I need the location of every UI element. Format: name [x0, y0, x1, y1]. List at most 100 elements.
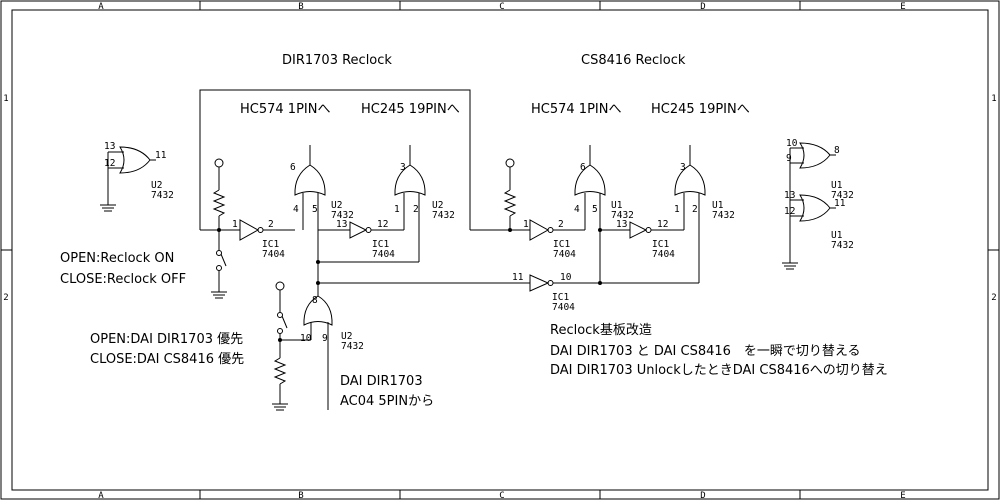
pin-1-d: 1 [674, 204, 680, 215]
inverter-ic1-e [629, 221, 684, 239]
hc574-label-b: HC574 1PINへ [531, 102, 621, 117]
pin-6-a: 6 [290, 162, 296, 173]
hc245-label-b: HC245 19PINへ [651, 102, 750, 117]
u1-type-b: 7432 [712, 210, 735, 221]
ic1-type-a: 7404 [262, 249, 285, 260]
junction-510-230 [508, 228, 512, 232]
zone-label-bottom-d: D [700, 491, 705, 500]
zone-label-bottom-c: C [499, 491, 504, 500]
zone-label-top-c: C [499, 2, 504, 12]
zone-label-top-b: B [298, 2, 303, 12]
inverter-ic1-d [529, 219, 585, 241]
u2-label-c: U2 [341, 331, 352, 342]
unused-or-gate-u1-8 [790, 142, 836, 169]
dai-input-line1: DAI DIR1703 [340, 374, 423, 389]
dir1703-reclock-title: DIR1703 Reclock [282, 53, 392, 68]
zone-label-top-d: D [700, 2, 705, 12]
pin-13-left: 13 [104, 141, 115, 152]
pin-2-d: 2 [692, 204, 698, 215]
zone-label-right-2: 2 [991, 293, 996, 303]
ic1-type-e: 7404 [652, 249, 675, 260]
pin-5-a: 5 [312, 204, 318, 215]
ground-right [782, 148, 798, 270]
pin-12-right: 12 [784, 206, 795, 217]
u2-type-b: 7432 [432, 210, 455, 221]
ic1-label-d: IC1 [553, 239, 570, 250]
u1-type-d: 7432 [831, 240, 854, 251]
pin-13-a: 13 [336, 219, 347, 230]
zone-label-bottom-b: B [298, 491, 303, 500]
inverter-ic1-b [349, 221, 404, 239]
switch1-close-text: CLOSE:Reclock OFF [60, 272, 186, 287]
ic1-type-b: 7404 [372, 249, 395, 260]
ic1-type-c: 7404 [552, 302, 575, 313]
switch2-open-text: OPEN:DAI DIR1703 優先 [90, 332, 243, 347]
pin-2-c: 2 [558, 219, 564, 230]
unused-or-gate-u1-11 [790, 194, 836, 222]
pin-9: 9 [322, 333, 328, 344]
pin-3-a: 3 [400, 162, 406, 173]
note-line-3: DAI DIR1703 UnlockしたときDAI CS8416への切り替え [550, 363, 888, 378]
pulldown-resistor-2 [272, 340, 288, 411]
inverter-ic1-a [239, 219, 295, 241]
u2-type-left: 7432 [151, 190, 174, 201]
pin-4-a: 4 [293, 204, 299, 215]
dai-priority-switch[interactable] [275, 281, 288, 340]
zone-label-right-1: 1 [991, 94, 996, 104]
zone-label-bottom-e: E [900, 491, 905, 500]
dai-input-line2: AC04 5PINから [340, 394, 434, 409]
inverter-ic1-c [529, 274, 600, 292]
cs8416-reclock-title: CS8416 Reclock [581, 53, 686, 68]
ic1-label-c: IC1 [552, 292, 569, 303]
pin-2-a: 2 [268, 219, 274, 230]
pin-10-left: 10 [300, 333, 312, 344]
pin-12-b: 12 [657, 219, 668, 230]
or-gate-u1-6 [574, 145, 606, 283]
ic1-type-d: 7404 [553, 249, 576, 260]
or-gate-u1-3 [674, 145, 706, 283]
u2-type-c: 7432 [341, 341, 364, 352]
pin-9-right: 9 [786, 153, 792, 164]
u1-label-c: U1 [831, 180, 843, 191]
pin-11-right: 11 [834, 198, 846, 209]
pin-4-b: 4 [574, 204, 580, 215]
switch2-close-text: CLOSE:DAI CS8416 優先 [90, 352, 244, 367]
u1-type-c: 7432 [831, 190, 854, 201]
pin-10-mid: 10 [560, 272, 572, 283]
zone-label-left-1: 1 [3, 94, 8, 104]
zone-label-top-e: E [900, 2, 905, 12]
ic1-label-e: IC1 [652, 239, 669, 250]
or-gate-u2-6 [294, 145, 326, 262]
u1-label-a: U1 [611, 200, 623, 211]
pullup-resistor-3 [503, 158, 517, 230]
u2-label-left: U2 [151, 180, 162, 191]
zone-label-bottom-a: A [98, 491, 104, 500]
hc574-label-a: HC574 1PINへ [240, 102, 330, 117]
reclock-switch[interactable] [211, 230, 227, 299]
pin-12-left: 12 [104, 158, 115, 169]
pin-3-b: 3 [680, 162, 686, 173]
note-line-2: DAI DIR1703 と DAI CS8416 を一瞬で切り替える [550, 344, 861, 359]
pin-11-mid: 11 [512, 272, 524, 283]
pin-1-b: 1 [394, 204, 400, 215]
loop-wire-dir [199, 89, 471, 230]
u1-label-b: U1 [712, 200, 724, 211]
pin-2-b: 2 [413, 204, 419, 215]
zone-label-top-a: A [98, 2, 104, 12]
note-title: Reclock基板改造 [550, 323, 652, 338]
pin-13-b: 13 [616, 219, 627, 230]
u2-label-a: U2 [331, 200, 342, 211]
u1-label-d: U1 [831, 230, 843, 241]
pin-12-a: 12 [377, 219, 388, 230]
ic1-label-b: IC1 [372, 239, 389, 250]
zone-label-left-2: 2 [3, 293, 8, 303]
hc245-label-a: HC245 19PINへ [361, 102, 460, 117]
pin-13-right: 13 [784, 190, 795, 201]
pin-5-b: 5 [592, 204, 598, 215]
switch1-open-text: OPEN:Reclock ON [60, 251, 174, 266]
pin-8: 8 [312, 295, 318, 306]
u2-label-b: U2 [432, 200, 443, 211]
or-gate-u2-3 [394, 145, 426, 262]
pullup-resistor-1 [212, 158, 226, 230]
